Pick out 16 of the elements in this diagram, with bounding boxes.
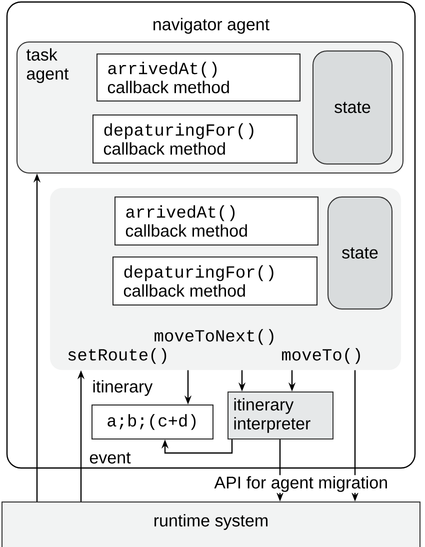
interpreter-box: itinerary interpreter [228, 392, 334, 440]
edge-label: moveTo() [280, 347, 364, 365]
method-box: depaturingFor() callback method [92, 114, 298, 164]
runtime-box: runtime system [2, 502, 420, 547]
edge-label: setRoute() [66, 347, 170, 365]
state-box: state [312, 50, 392, 164]
method-box: arrivedAt() callback method [114, 196, 318, 246]
text-label: itinerary [93, 380, 153, 396]
edge-label: moveToNext() [152, 328, 278, 346]
method-box: depaturingFor() callback method [112, 256, 318, 306]
text-label: API for agent migration [213, 475, 390, 493]
arrow [161, 440, 233, 454]
text-label: event [88, 451, 132, 465]
method-box: arrivedAt() callback method [96, 54, 300, 102]
state-box: state [328, 196, 392, 310]
itinerary-box: a;b;(c+d) [92, 404, 214, 440]
